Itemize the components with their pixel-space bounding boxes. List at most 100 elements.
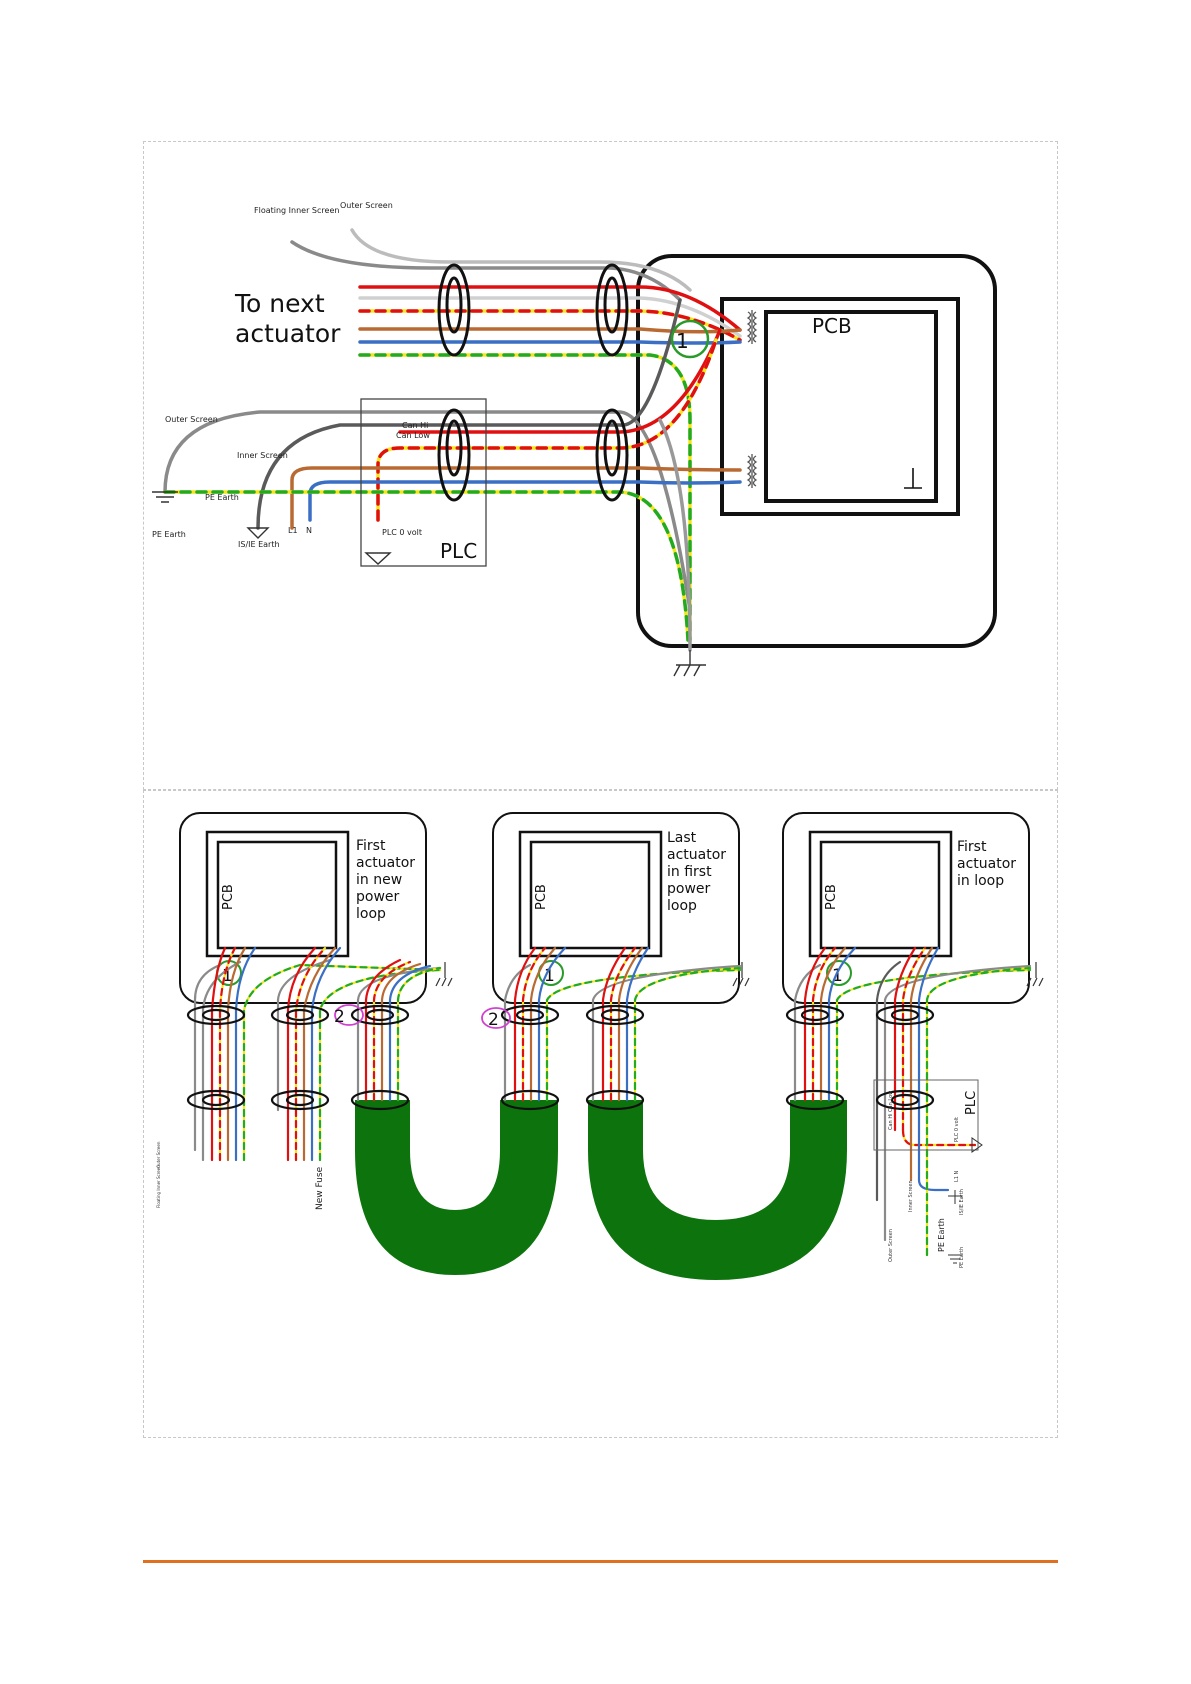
caption-line: loop: [356, 906, 386, 922]
bottom-wires-actuator-3: [793, 946, 1032, 1257]
pcb-label: PCB: [221, 884, 236, 910]
label-plc-0-volt: PLC 0 volt: [382, 528, 422, 537]
label-outer-screen: Outer Screen: [888, 1229, 894, 1262]
wire-red-top: [358, 285, 742, 332]
cable-bundle-1: [355, 1100, 558, 1275]
pcb-label: PCB: [812, 314, 852, 338]
bottom-diagram-panel: [143, 790, 1058, 1438]
ground-symbol-chassis: [435, 962, 453, 987]
wire-can-low: [376, 338, 718, 522]
label-can-hi: Can Hi: [402, 421, 428, 430]
caption-line: power: [356, 889, 400, 905]
actuator-housing: [492, 812, 740, 1004]
cable-ring: [875, 1004, 935, 1026]
cable-ring: [270, 1089, 330, 1111]
pcb-frame: [808, 830, 953, 958]
top-diagram-panel: [143, 141, 1058, 790]
ground-symbol-chassis: [1026, 962, 1044, 987]
actuator-3: PCB 1 First actuator in loop: [782, 812, 1030, 1004]
pcb-frame: [518, 830, 663, 958]
actuator-housing: [782, 812, 1030, 1004]
cable-ring: [603, 276, 621, 334]
wire-inner-screen: [256, 298, 682, 530]
bottom-cable-rings: [186, 1004, 935, 1111]
label-can-low: Can Low: [396, 431, 430, 440]
caption-line: actuator: [667, 847, 726, 863]
marker-2-circle: [334, 1004, 364, 1026]
transformer-bottom: [746, 454, 758, 488]
cable-ring: [585, 1089, 645, 1111]
cable-ring: [603, 419, 621, 477]
label-can-hi-low: Can Hi Can Low: [888, 1091, 894, 1130]
label-outer-screen-top: Outer Screen: [340, 201, 393, 210]
cable-ring: [445, 276, 463, 334]
label-new-fuse: New Fuse: [315, 1166, 325, 1210]
ground-symbol-is-ie: [246, 527, 270, 539]
cable-ring: [875, 1089, 935, 1111]
wire-outer-screen-top: [350, 228, 692, 292]
actuator-housing: [636, 254, 997, 648]
bottom-wires-actuator-2: [503, 946, 742, 1102]
ground-symbol-chassis: [732, 962, 750, 987]
plc-label: PLC: [964, 1091, 979, 1115]
caption-line: in new: [356, 872, 402, 888]
marker-1-label: 1: [222, 966, 233, 986]
plc-box: [360, 398, 487, 567]
label-pe-earth-ground: PE Earth: [152, 530, 186, 539]
pcb-label: PCB: [824, 884, 839, 910]
wire-outer-screen-left: [163, 410, 692, 612]
marker-2-label: 2: [334, 1007, 345, 1027]
cable-ring: [186, 1089, 246, 1111]
label-l1: L1: [288, 526, 298, 535]
bottom-loop-diagram: PCB 1 First actuator in new power loop P…: [156, 812, 1044, 1280]
wire-blue-top: [358, 340, 742, 345]
wire-lightgrey-top: [358, 296, 742, 338]
caption-line: First: [356, 838, 386, 854]
label-inner-screen: Inner Screen: [908, 1180, 914, 1212]
plc-box: [873, 1079, 979, 1151]
cable-ring: [785, 1089, 845, 1111]
label-floating-inner-screen: Floating Inner Screen: [254, 206, 339, 215]
footer-rule: [143, 1560, 1058, 1563]
cable-ring: [585, 1004, 645, 1026]
wire-brown-top: [358, 327, 742, 334]
cable-ring: [350, 1089, 410, 1111]
caption-line: actuator: [356, 855, 415, 871]
pcb-outer-frame: [720, 297, 960, 516]
wire-floating-inner-screen: [290, 240, 682, 302]
cable-ring: [350, 1004, 410, 1026]
marker-1-label: 1: [544, 966, 555, 986]
cable-ring: [437, 263, 471, 357]
cable-ring: [186, 1004, 246, 1026]
marker-2-circle: [481, 1007, 511, 1029]
cable-bundle-2: [588, 1100, 847, 1280]
pcb-ground-symbol: [904, 468, 922, 489]
pcb-frame: [205, 830, 350, 958]
cable-ring-group: [437, 263, 629, 502]
label-pe-earth-ground: PE Earth: [959, 1247, 965, 1268]
to-next-actuator-line2: actuator: [235, 319, 341, 348]
label-is-ie-earth: IS/IE Earth: [238, 540, 280, 549]
cable-ring: [500, 1089, 560, 1111]
pcb-board: [216, 840, 338, 950]
label-pe-earth: PE Earth: [937, 1218, 946, 1252]
cable-ring: [500, 1004, 560, 1026]
caption-line: loop: [667, 898, 697, 914]
wire-grey-ground: [658, 418, 692, 652]
ground-symbol-pe: [948, 1254, 962, 1264]
label-outer-screen-left: Outer Screen: [165, 415, 218, 424]
marker-1-label: 1: [832, 966, 843, 986]
label-plc-0-volt: PLC 0 volt: [954, 1117, 960, 1142]
label-pe-earth-line: PE Earth: [205, 493, 239, 502]
marker-1-circle: [670, 319, 710, 359]
caption-line: Last: [667, 830, 697, 846]
pcb-board: [819, 840, 941, 950]
actuator-housing: [179, 812, 427, 1004]
cable-ring: [785, 1004, 845, 1026]
marker-2-label: 2: [488, 1010, 499, 1030]
cable-ring: [595, 263, 629, 357]
ground-symbol-is-ie: [948, 1190, 962, 1204]
cable-ring: [595, 408, 629, 502]
wire-blue-n: [308, 480, 742, 522]
